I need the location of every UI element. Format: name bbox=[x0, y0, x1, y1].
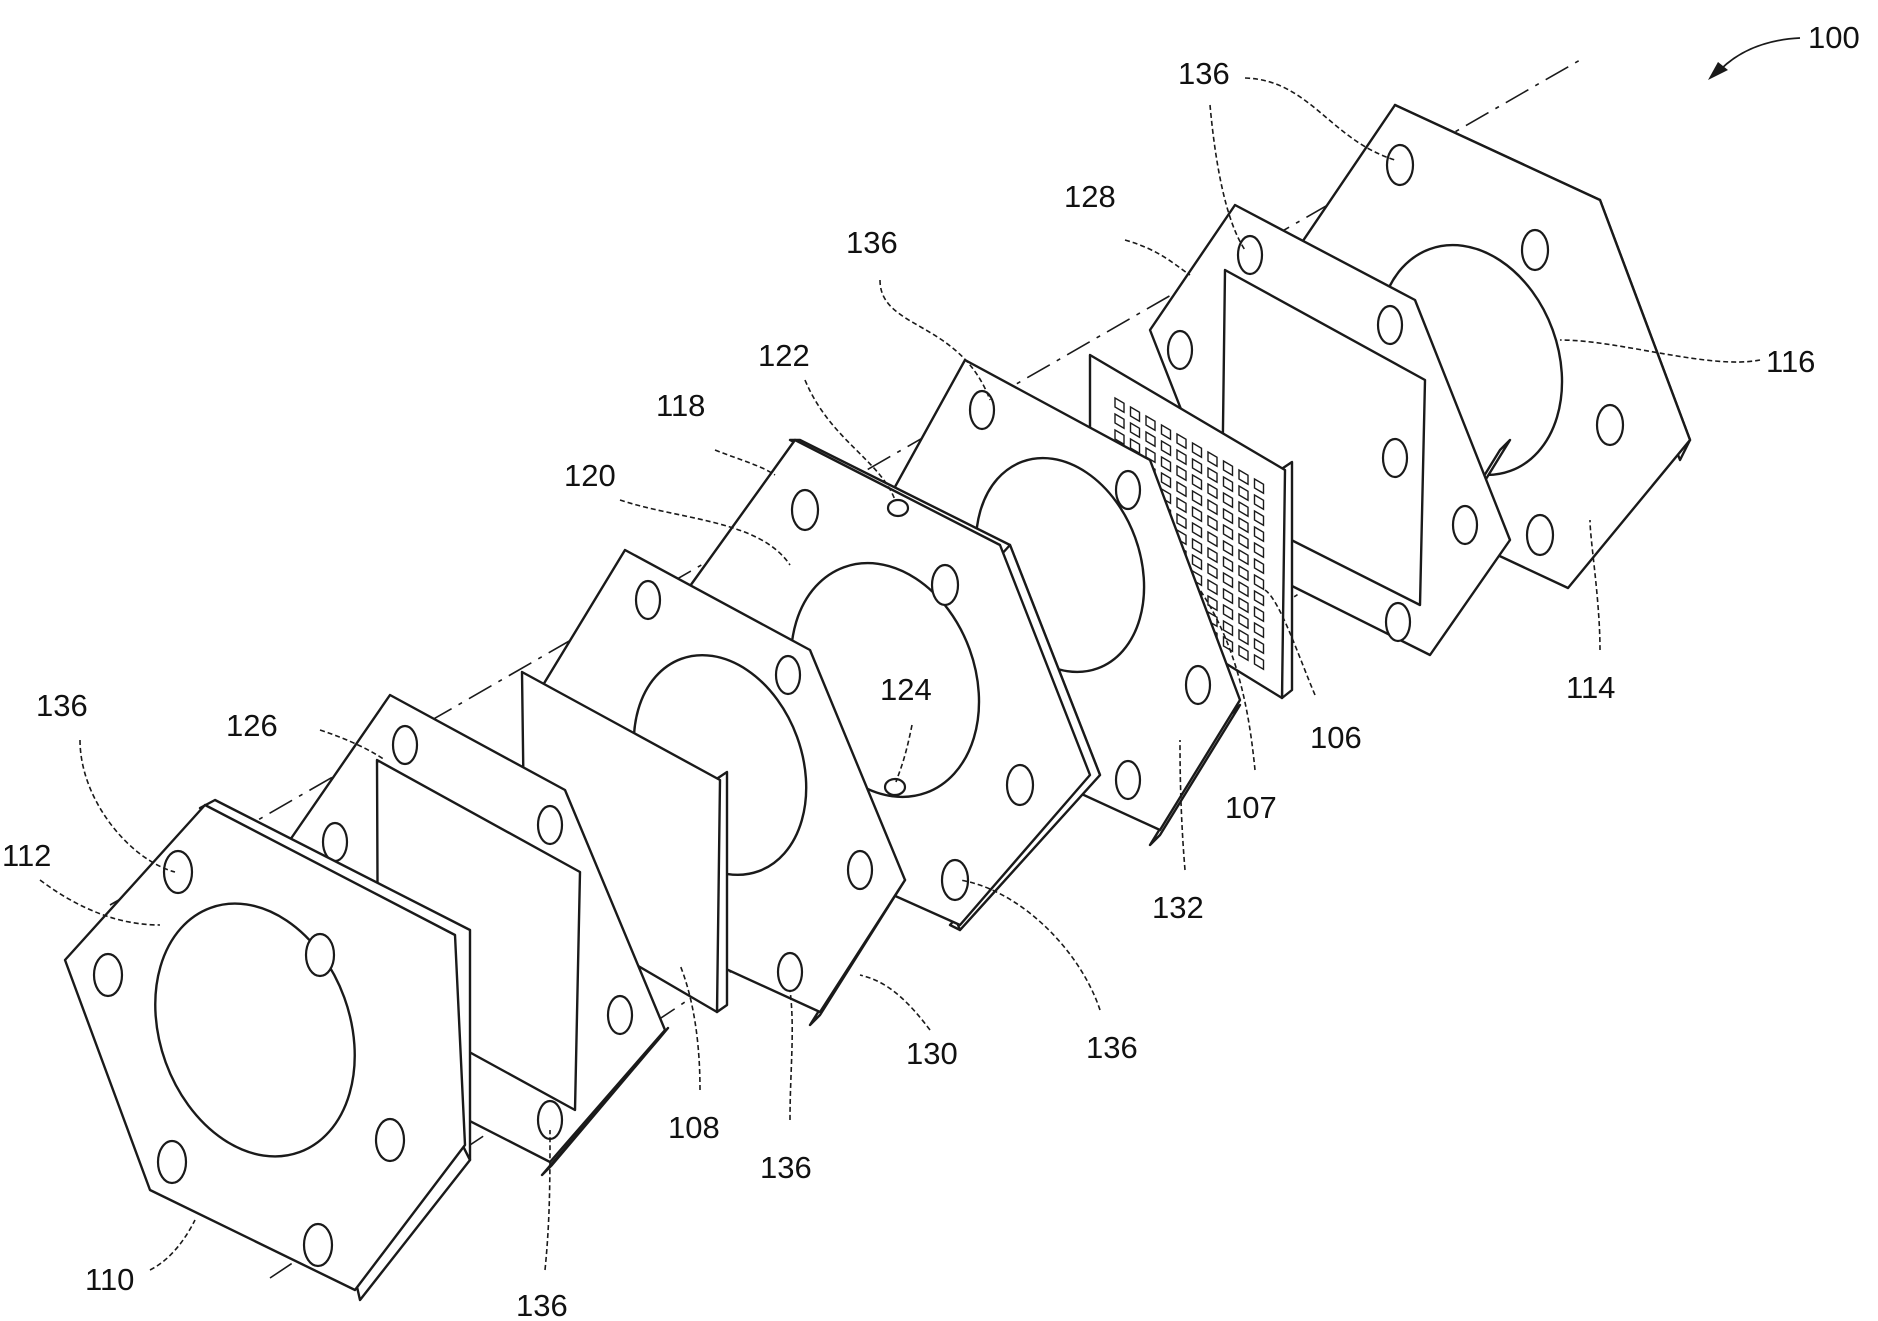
end-block-110-hole bbox=[164, 851, 192, 893]
plate-132-hole bbox=[970, 391, 994, 429]
ref-116: 116 bbox=[1766, 344, 1815, 379]
ref-100: 100 bbox=[1808, 20, 1860, 55]
plate-128-hole bbox=[1378, 306, 1402, 344]
plate-132-hole bbox=[1116, 471, 1140, 509]
block-118-hole bbox=[792, 490, 818, 530]
ref-124: 124 bbox=[880, 672, 932, 707]
plate-130-hole bbox=[778, 953, 802, 991]
plate-126-hole bbox=[323, 823, 347, 861]
ref-136-d: 136 bbox=[36, 688, 88, 723]
ref-107: 107 bbox=[1225, 790, 1277, 825]
figure-arrow bbox=[1708, 38, 1800, 80]
ref-120: 120 bbox=[564, 458, 616, 493]
ref-128: 128 bbox=[1064, 179, 1116, 214]
end-block-114-hole bbox=[1522, 230, 1548, 270]
ref-136-e: 136 bbox=[760, 1150, 812, 1185]
block-118-hole bbox=[1007, 765, 1033, 805]
port-124 bbox=[885, 779, 905, 795]
plate-130-hole bbox=[848, 851, 872, 889]
ref-106: 106 bbox=[1310, 720, 1362, 755]
end-block-110-hole bbox=[304, 1224, 332, 1266]
end-block-114-hole bbox=[1597, 405, 1623, 445]
ref-130: 130 bbox=[906, 1036, 958, 1071]
leader-136-f bbox=[790, 990, 792, 1120]
ref-126: 126 bbox=[226, 708, 278, 743]
ref-132: 132 bbox=[1152, 890, 1204, 925]
plate-132-hole bbox=[1116, 761, 1140, 799]
leader-118 bbox=[715, 450, 775, 475]
end-block-114-hole bbox=[1527, 515, 1553, 555]
plate-126-hole bbox=[538, 806, 562, 844]
ref-114: 114 bbox=[1566, 670, 1615, 705]
plate-132-hole bbox=[1186, 666, 1210, 704]
plate-126-hole bbox=[608, 996, 632, 1034]
ref-122: 122 bbox=[758, 338, 810, 373]
ref-118: 118 bbox=[656, 388, 705, 423]
plate-128-hole bbox=[1453, 506, 1477, 544]
ref-136-f: 136 bbox=[516, 1288, 568, 1321]
leader-128 bbox=[1125, 240, 1190, 275]
plate-128-hole bbox=[1386, 603, 1410, 641]
plate-128-hole bbox=[1383, 439, 1407, 477]
ref-136-a: 136 bbox=[1178, 56, 1230, 91]
plate-128-hole bbox=[1238, 236, 1262, 274]
ref-108: 108 bbox=[668, 1110, 720, 1145]
plate-128-hole bbox=[1168, 331, 1192, 369]
ref-110: 110 bbox=[85, 1262, 134, 1297]
end-block-110-hole bbox=[158, 1141, 186, 1183]
block-118-hole bbox=[932, 565, 958, 605]
leader-130 bbox=[860, 975, 930, 1030]
plate-126-hole bbox=[393, 726, 417, 764]
leader-136-e bbox=[80, 740, 175, 872]
leader-110 bbox=[150, 1220, 195, 1270]
end-block-110-hole bbox=[94, 954, 122, 996]
end-block-114-hole bbox=[1387, 145, 1413, 185]
end-block-110-hole bbox=[306, 934, 334, 976]
port-122 bbox=[888, 500, 908, 516]
ref-112: 112 bbox=[2, 838, 51, 873]
ref-136-b: 136 bbox=[846, 225, 898, 260]
plate-130-hole bbox=[776, 656, 800, 694]
end-block-110-hole bbox=[376, 1119, 404, 1161]
plate-130-hole bbox=[636, 581, 660, 619]
ref-136-c: 136 bbox=[1086, 1030, 1138, 1065]
